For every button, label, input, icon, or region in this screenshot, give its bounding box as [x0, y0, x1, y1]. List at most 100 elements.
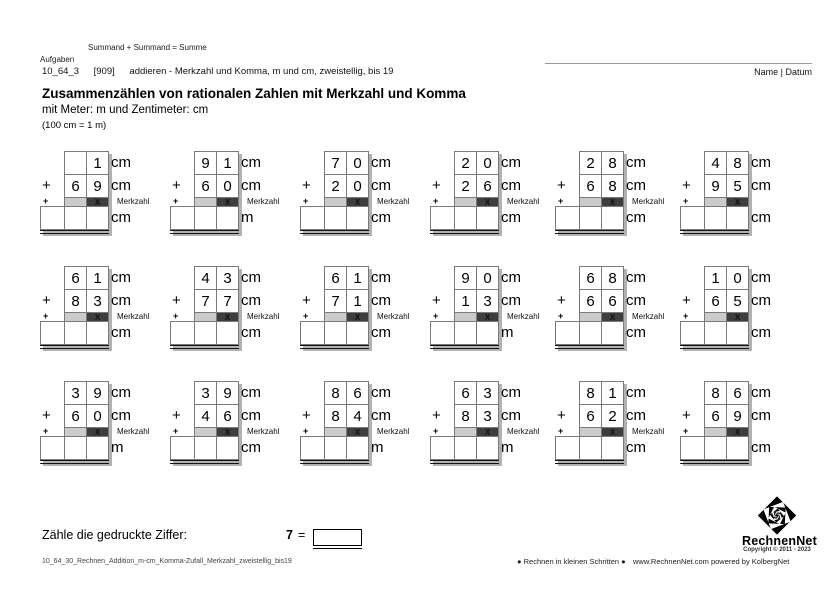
result-hundreds-cell[interactable] [556, 322, 580, 345]
result-ones-cell[interactable] [87, 437, 109, 460]
result-ones-cell[interactable] [347, 437, 369, 460]
result-ones-cell[interactable] [602, 437, 624, 460]
result-hundreds-cell[interactable] [171, 322, 195, 345]
top-unit-label: cm [111, 384, 131, 401]
result-ones-cell[interactable] [87, 207, 109, 230]
addition-problem: + 9 0 1 3 X + cm cm Merkzahl m [430, 266, 560, 356]
merkzahl-label: Merkzahl [377, 197, 410, 206]
top-unit-label: cm [111, 269, 131, 286]
result-tens-cell[interactable] [195, 322, 217, 345]
result-unit-label: m [111, 439, 124, 456]
count-answer-box[interactable] [313, 529, 362, 546]
result-hundreds-cell[interactable] [301, 322, 325, 345]
result-row [170, 321, 239, 345]
bottom-tens-digit: 9 [705, 175, 727, 198]
worksheet-description: addieren - Merkzahl und Komma, m und cm,… [129, 66, 394, 77]
result-hundreds-cell[interactable] [556, 207, 580, 230]
result-tens-cell[interactable] [65, 322, 87, 345]
result-tens-cell[interactable] [195, 437, 217, 460]
bottom-tens-digit: 6 [195, 175, 217, 198]
merkzahl-plus-sign: + [558, 196, 564, 206]
result-tens-cell[interactable] [195, 207, 217, 230]
result-hundreds-cell[interactable] [681, 437, 705, 460]
result-ones-cell[interactable] [477, 207, 499, 230]
bottom-tens-digit: 2 [325, 175, 347, 198]
result-ones-cell[interactable] [217, 437, 239, 460]
result-hundreds-cell[interactable] [556, 437, 580, 460]
result-ones-cell[interactable] [347, 322, 369, 345]
result-ones-cell[interactable] [727, 207, 749, 230]
result-tens-cell[interactable] [705, 437, 727, 460]
result-ones-cell[interactable] [217, 322, 239, 345]
result-tens-cell[interactable] [65, 437, 87, 460]
result-hundreds-cell[interactable] [681, 207, 705, 230]
result-hundreds-cell[interactable] [171, 437, 195, 460]
result-tens-cell[interactable] [580, 437, 602, 460]
result-unit-label: cm [626, 439, 646, 456]
bottom-tens-digit: 7 [325, 290, 347, 313]
top-ones-digit: 1 [217, 152, 239, 175]
bottom-tens-digit: 8 [455, 405, 477, 428]
bottom-tens-digit: 1 [455, 290, 477, 313]
top-ones-digit: 8 [602, 267, 624, 290]
top-tens-digit: 9 [455, 267, 477, 290]
result-ones-cell[interactable] [87, 322, 109, 345]
merkzahl-plus-sign: + [43, 311, 49, 321]
top-ones-digit: 0 [477, 152, 499, 175]
result-hundreds-cell[interactable] [681, 322, 705, 345]
result-tens-cell[interactable] [325, 437, 347, 460]
result-tens-cell[interactable] [580, 322, 602, 345]
top-tens-digit: 8 [580, 382, 602, 405]
result-ones-cell[interactable] [477, 437, 499, 460]
result-ones-cell[interactable] [477, 322, 499, 345]
top-unit-label: cm [626, 384, 646, 401]
plus-sign: + [172, 292, 181, 309]
result-row [430, 321, 499, 345]
result-ones-cell[interactable] [602, 322, 624, 345]
result-tens-cell[interactable] [325, 207, 347, 230]
bottom-unit-label: cm [626, 177, 646, 194]
result-tens-cell[interactable] [705, 322, 727, 345]
bottom-ones-digit: 5 [727, 290, 749, 313]
result-ones-cell[interactable] [347, 207, 369, 230]
result-row [170, 206, 239, 230]
result-hundreds-cell[interactable] [431, 322, 455, 345]
top-tens-digit: 8 [325, 382, 347, 405]
digit-grid: 1 6 9 X [64, 151, 109, 207]
digit-grid: 7 0 2 0 X [324, 151, 369, 207]
result-ones-cell[interactable] [602, 207, 624, 230]
result-hundreds-cell[interactable] [431, 437, 455, 460]
result-hundreds-cell[interactable] [171, 207, 195, 230]
logo-copyright: Copyright © 2011 - 2023 [743, 547, 811, 553]
result-tens-cell[interactable] [325, 322, 347, 345]
result-hundreds-cell[interactable] [301, 207, 325, 230]
result-tens-cell[interactable] [580, 207, 602, 230]
count-answer-underline [313, 548, 362, 549]
digit-grid: 9 0 1 3 X [454, 266, 499, 322]
plus-sign: + [172, 177, 181, 194]
result-hundreds-cell[interactable] [41, 207, 65, 230]
result-ones-cell[interactable] [727, 437, 749, 460]
result-hundreds-cell[interactable] [431, 207, 455, 230]
result-hundreds-cell[interactable] [301, 437, 325, 460]
bottom-tens-digit: 6 [580, 175, 602, 198]
result-tens-cell[interactable] [65, 207, 87, 230]
bottom-tens-digit: 6 [65, 175, 87, 198]
result-tens-cell[interactable] [455, 437, 477, 460]
digit-grid: 6 3 8 3 X [454, 381, 499, 437]
result-hundreds-cell[interactable] [41, 322, 65, 345]
sum-double-underline [430, 345, 499, 349]
top-unit-label: cm [751, 154, 771, 171]
plus-sign: + [302, 292, 311, 309]
plus-sign: + [557, 292, 566, 309]
result-hundreds-cell[interactable] [41, 437, 65, 460]
plus-sign: + [432, 292, 441, 309]
result-ones-cell[interactable] [727, 322, 749, 345]
sum-double-underline [40, 345, 109, 349]
result-unit-label: cm [371, 209, 391, 226]
result-ones-cell[interactable] [217, 207, 239, 230]
result-tens-cell[interactable] [455, 322, 477, 345]
formula-line: Summand + Summand = Summe [88, 43, 207, 52]
result-tens-cell[interactable] [455, 207, 477, 230]
result-tens-cell[interactable] [705, 207, 727, 230]
